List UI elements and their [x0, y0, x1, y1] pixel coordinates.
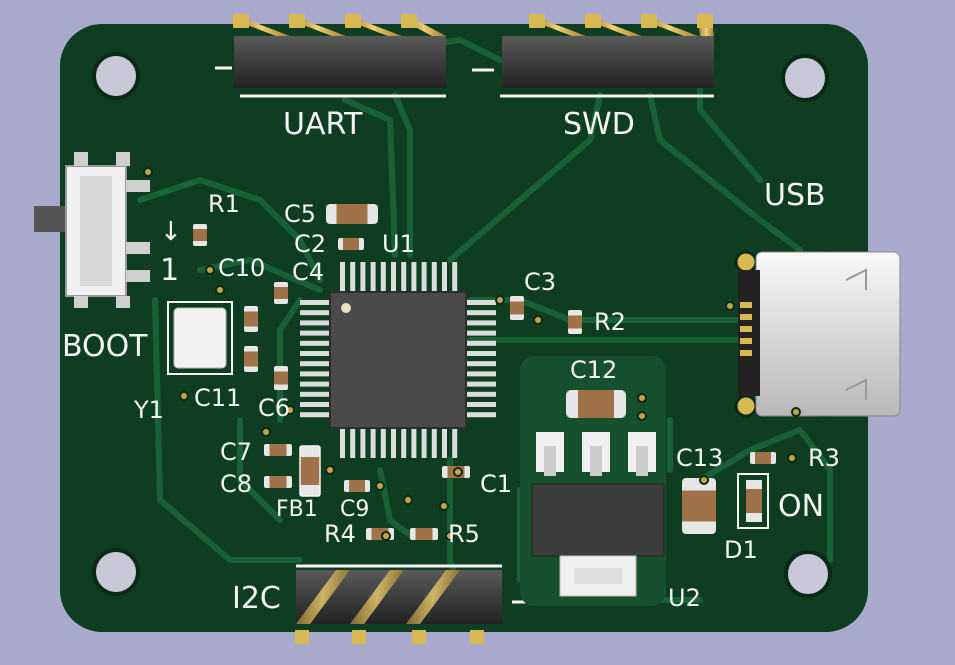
ref-fb1: FB1 [276, 497, 318, 522]
ref-u1: U1 [382, 230, 415, 258]
boot-arrow-label: ↓ [160, 217, 182, 247]
mcu-pin [300, 412, 330, 418]
mcu-pin [380, 428, 386, 458]
on-label: ON [778, 489, 824, 524]
ref-c3: C3 [524, 268, 556, 296]
mcu-pin [370, 262, 376, 292]
mounting-holes [92, 52, 832, 598]
mcu-pin [466, 330, 496, 336]
mcu-pin [360, 428, 366, 458]
ref-r2: R2 [594, 308, 626, 336]
crystal-y1 [167, 301, 233, 375]
ref-r4: R4 [324, 520, 356, 548]
mcu-pin [380, 262, 386, 292]
ref-r1: R1 [208, 190, 240, 218]
ref-c10: C10 [218, 254, 265, 282]
mcu-pin [300, 330, 330, 336]
mcu-pin [442, 262, 447, 292]
ref-c9: C9 [340, 497, 369, 522]
ref-y1: Y1 [133, 396, 164, 424]
ref-c8: C8 [220, 470, 252, 498]
mcu-pin [300, 300, 330, 305]
mcu-pin [300, 310, 330, 316]
mcu-pin [350, 262, 356, 292]
mcu-pin [300, 371, 330, 377]
mcu-pin [391, 428, 396, 458]
mcu-pin [411, 428, 417, 458]
boot-position-label: 1 [160, 253, 179, 288]
mcu-pin [300, 391, 330, 397]
ref-c6: C6 [258, 394, 290, 422]
swd-header [472, 14, 714, 98]
usb-connector [734, 250, 901, 418]
boot-switch [34, 152, 150, 308]
ref-c11: C11 [194, 384, 241, 412]
mcu-pin [300, 320, 330, 326]
regulator-u2 [520, 356, 666, 606]
mcu-pin [466, 412, 496, 418]
ref-c2: C2 [294, 230, 326, 258]
mcu-pin [300, 361, 330, 367]
mcu-pin [452, 428, 458, 458]
mcu-pin [431, 262, 437, 292]
usb-label: USB [764, 178, 826, 213]
mcu-pin [300, 351, 330, 356]
mcu-pin [466, 391, 496, 397]
ref-r5: R5 [448, 520, 480, 548]
mcu-pin [452, 262, 458, 292]
ref-d1: D1 [724, 536, 758, 564]
mcu-pin [411, 262, 417, 292]
mcu-pin [431, 428, 437, 458]
mcu-pin [466, 310, 496, 316]
mcu-pin [401, 262, 407, 292]
ref-u2: U2 [668, 584, 701, 612]
mcu-pin [391, 262, 396, 292]
ref-c7: C7 [220, 438, 252, 466]
mcu-pin [300, 340, 330, 346]
mcu-pin [340, 428, 345, 458]
mcu-pin [466, 300, 496, 305]
i2c-header [295, 564, 530, 644]
boot-label: BOOT [62, 329, 148, 364]
silkscreen-labels: UART SWD I2C USB BOOT 1 ↓ ON R1 R2 R3 R4… [62, 107, 840, 616]
ref-c4: C4 [292, 258, 324, 286]
mcu-pin [340, 262, 345, 292]
mcu-pin [466, 320, 496, 326]
mcu-pin [466, 340, 496, 346]
mcu-pin [300, 402, 330, 407]
mcu-pin [421, 262, 427, 292]
uart-header [215, 14, 446, 98]
mcu-u1 [300, 262, 496, 458]
ref-c5: C5 [284, 200, 316, 228]
uart-label: UART [283, 107, 363, 142]
ref-c13: C13 [676, 444, 723, 472]
mcu-pin [466, 351, 496, 356]
mcu-pin [421, 428, 427, 458]
ref-c1: C1 [480, 470, 512, 498]
mcu-pin [360, 262, 366, 292]
mcu-pin [401, 428, 407, 458]
vias [143, 167, 801, 541]
i2c-label: I2C [232, 581, 281, 616]
mcu-pin [300, 381, 330, 387]
mcu-pin [466, 402, 496, 407]
ref-r3: R3 [808, 444, 840, 472]
mcu-pin [466, 381, 496, 387]
swd-label: SWD [563, 107, 635, 142]
mcu-pin [442, 428, 447, 458]
ref-c12: C12 [570, 356, 617, 384]
mcu-pin [370, 428, 376, 458]
mcu-pin [466, 371, 496, 377]
passives [193, 204, 776, 540]
mcu-pin [350, 428, 356, 458]
mcu-pin [466, 361, 496, 367]
